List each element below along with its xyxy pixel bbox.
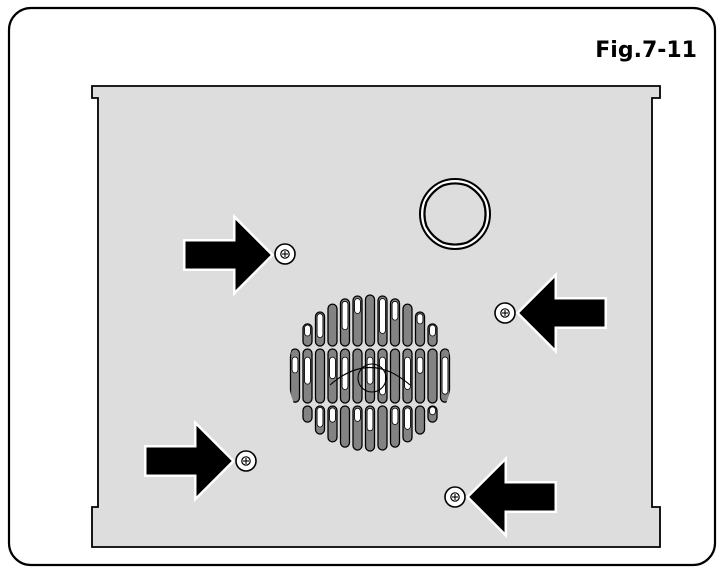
arrow-icon xyxy=(465,455,557,539)
screw-icon xyxy=(235,450,257,472)
figure-label: Fig.7-11 xyxy=(595,38,697,63)
screw-icon xyxy=(274,243,296,265)
screw-icon xyxy=(444,486,466,508)
vent-grille-icon xyxy=(289,294,451,452)
arrow-icon xyxy=(183,213,275,297)
arrow-icon xyxy=(515,271,607,355)
screw-icon xyxy=(494,302,516,324)
cover-panel xyxy=(91,85,661,548)
arrow-icon xyxy=(144,419,236,503)
octagonal-nut-icon xyxy=(419,178,491,250)
